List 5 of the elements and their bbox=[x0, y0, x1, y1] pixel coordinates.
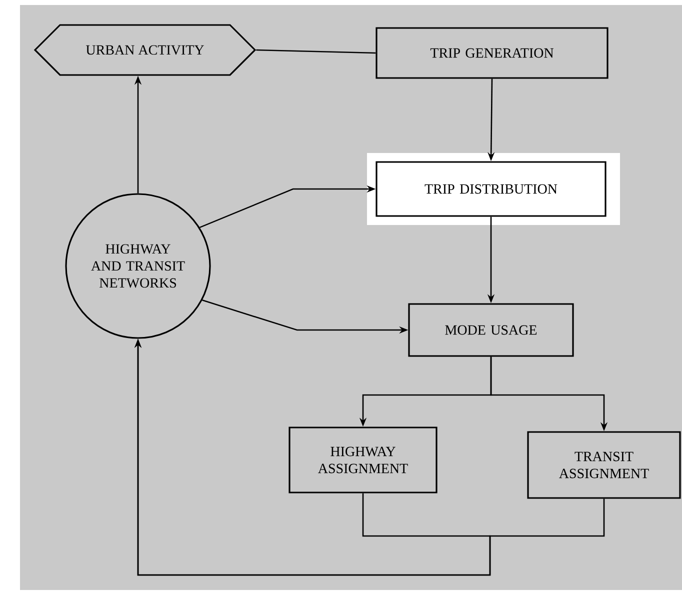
process-box: MODE USAGE bbox=[408, 303, 574, 357]
process-box: TRIP GENERATION bbox=[376, 27, 608, 79]
process-box: TRANSIT ASSIGNMENT bbox=[527, 431, 681, 499]
process-box: TRIP DISTRIBUTION bbox=[376, 161, 606, 217]
process-box: HIGHWAY ASSIGNMENT bbox=[288, 426, 438, 494]
